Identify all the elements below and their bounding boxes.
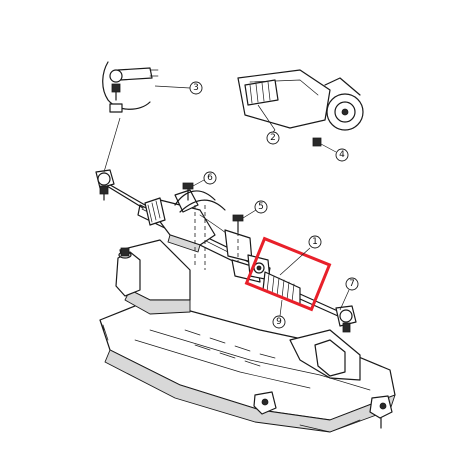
callout-label-9: 9 [276, 317, 282, 327]
inset-knuckle-assembly [237, 69, 364, 147]
right-tie-rod [299, 293, 357, 333]
left-tie-rod [95, 169, 146, 209]
callout-label-2: 2 [270, 133, 276, 143]
callout-circle [308, 235, 322, 249]
callout-label-7: 7 [349, 279, 355, 289]
callout-label-4: 4 [339, 150, 345, 160]
callout-circle [189, 81, 203, 95]
callout-circle [345, 277, 359, 291]
highlight-box [244, 236, 332, 312]
inset-tie-rod-end [102, 61, 159, 173]
callout-circle [266, 131, 280, 145]
callout-label-1: 1 [312, 237, 318, 247]
callout-label-3: 3 [193, 83, 199, 93]
callout-label-6: 6 [207, 173, 213, 183]
callout-circle [203, 171, 217, 185]
bolt-5 [232, 214, 244, 233]
callout-circle [335, 148, 349, 162]
crossmember [99, 239, 396, 433]
callout-label-5: 5 [258, 202, 264, 212]
callout-circle [272, 315, 286, 329]
right-boot [262, 271, 301, 306]
steering-gear [137, 189, 271, 283]
bolt-6 [182, 182, 194, 201]
callout-circle [254, 200, 268, 214]
